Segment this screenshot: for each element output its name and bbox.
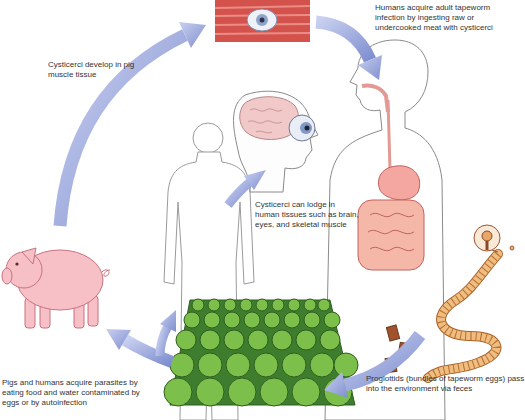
pig-ear [22,248,36,264]
pig [2,248,110,328]
field-soil [170,300,355,405]
lettuce-head [198,353,222,377]
lettuce-head [204,312,220,328]
scolex-tip [510,246,514,250]
stage-caption: Cysticerci develop in pig muscle tissue [48,60,140,80]
head-profile [234,91,318,192]
eye-iris [300,122,312,134]
cycle-arrow-head [244,170,266,190]
stage-caption: Cysticerci can lodge in human tissues su… [255,200,359,230]
lettuce-head [272,330,292,350]
lettuce-head [244,312,260,328]
lettuce-head [282,353,306,377]
brain-folds [248,109,282,133]
lettuce-head [226,353,250,377]
cyst-iris [256,14,268,26]
lettuce-head [318,299,330,311]
human-outline [325,40,445,420]
lettuce-head [334,353,358,377]
muscle-fibres [215,6,310,34]
lettuce-head [272,299,284,311]
scolex-head [482,231,492,241]
lettuce-head [284,312,300,328]
cycle-arrow-head [358,55,382,80]
cycle-arrows [60,22,420,398]
lettuce-head [224,330,244,350]
cycle-arrow-head [160,310,176,332]
lettuce-head [196,378,224,406]
lettuce-head [228,378,256,406]
lettuce-head [310,353,334,377]
lettuce-head [304,299,316,311]
lettuce-head [288,299,300,311]
scolex-leader [492,250,498,252]
human-head [193,123,223,153]
stage-caption: Humans acquire adult tapeworm infection … [375,3,510,33]
infected-human [325,40,445,420]
lettuce-head [184,312,200,328]
cycle-arrow-head [106,329,131,350]
cyst-core [260,18,265,23]
cyst-sac [247,9,277,31]
lettuce-head [292,378,320,406]
large-intestine [358,200,424,270]
pig-tail [102,270,110,277]
lettuce-head [224,299,236,311]
proglottid [386,325,399,341]
lettuce-head [248,330,268,350]
tapeworm [428,225,514,378]
lettuce-head [208,299,220,311]
eyeball [289,115,315,141]
tapeworm-segments [428,254,498,378]
lettuce-head [260,378,288,406]
eye-pupil [305,126,310,131]
stage-caption: Pigs and humans acquire parasites by eat… [2,378,152,408]
pig-eye [15,262,18,265]
lettuce-head [324,312,340,328]
pig-snout [2,268,12,284]
lettuce-head [256,299,268,311]
small-intestine [368,213,414,250]
mouth-cavity [362,85,388,112]
esophagus [388,100,390,170]
muscle-tissue [215,0,310,42]
lettuce-head [320,330,340,350]
head-with-brain [234,91,318,192]
cycle-arrow-shaft [316,22,370,60]
lettuce-head [164,378,192,406]
tapeworm-outline [428,254,498,378]
stomach [378,166,419,200]
pig-head [6,252,42,288]
scolex-magnified [474,225,500,251]
lettuce-head [240,299,252,311]
stage-caption: Proglottids (bundles of tapeworm eggs) p… [366,374,525,394]
lettuce-head [192,299,204,311]
lettuce-head [264,312,280,328]
lettuce-head [200,330,220,350]
scolex-neck [486,241,489,250]
human-figure [164,123,254,420]
cycle-arrow-shaft [228,182,250,205]
cycle-arrow-head [324,372,348,398]
lettuce-head [224,312,240,328]
lettuce-head [304,312,320,328]
lettuce-head [176,330,196,350]
tapeworm-body [428,254,498,378]
cycle-arrow-head [179,22,206,48]
lettuce-head [296,330,316,350]
muscle-block [215,0,310,42]
cycle-arrow-shaft [160,326,168,356]
lettuce-head [254,353,278,377]
vegetable-field [164,299,358,406]
